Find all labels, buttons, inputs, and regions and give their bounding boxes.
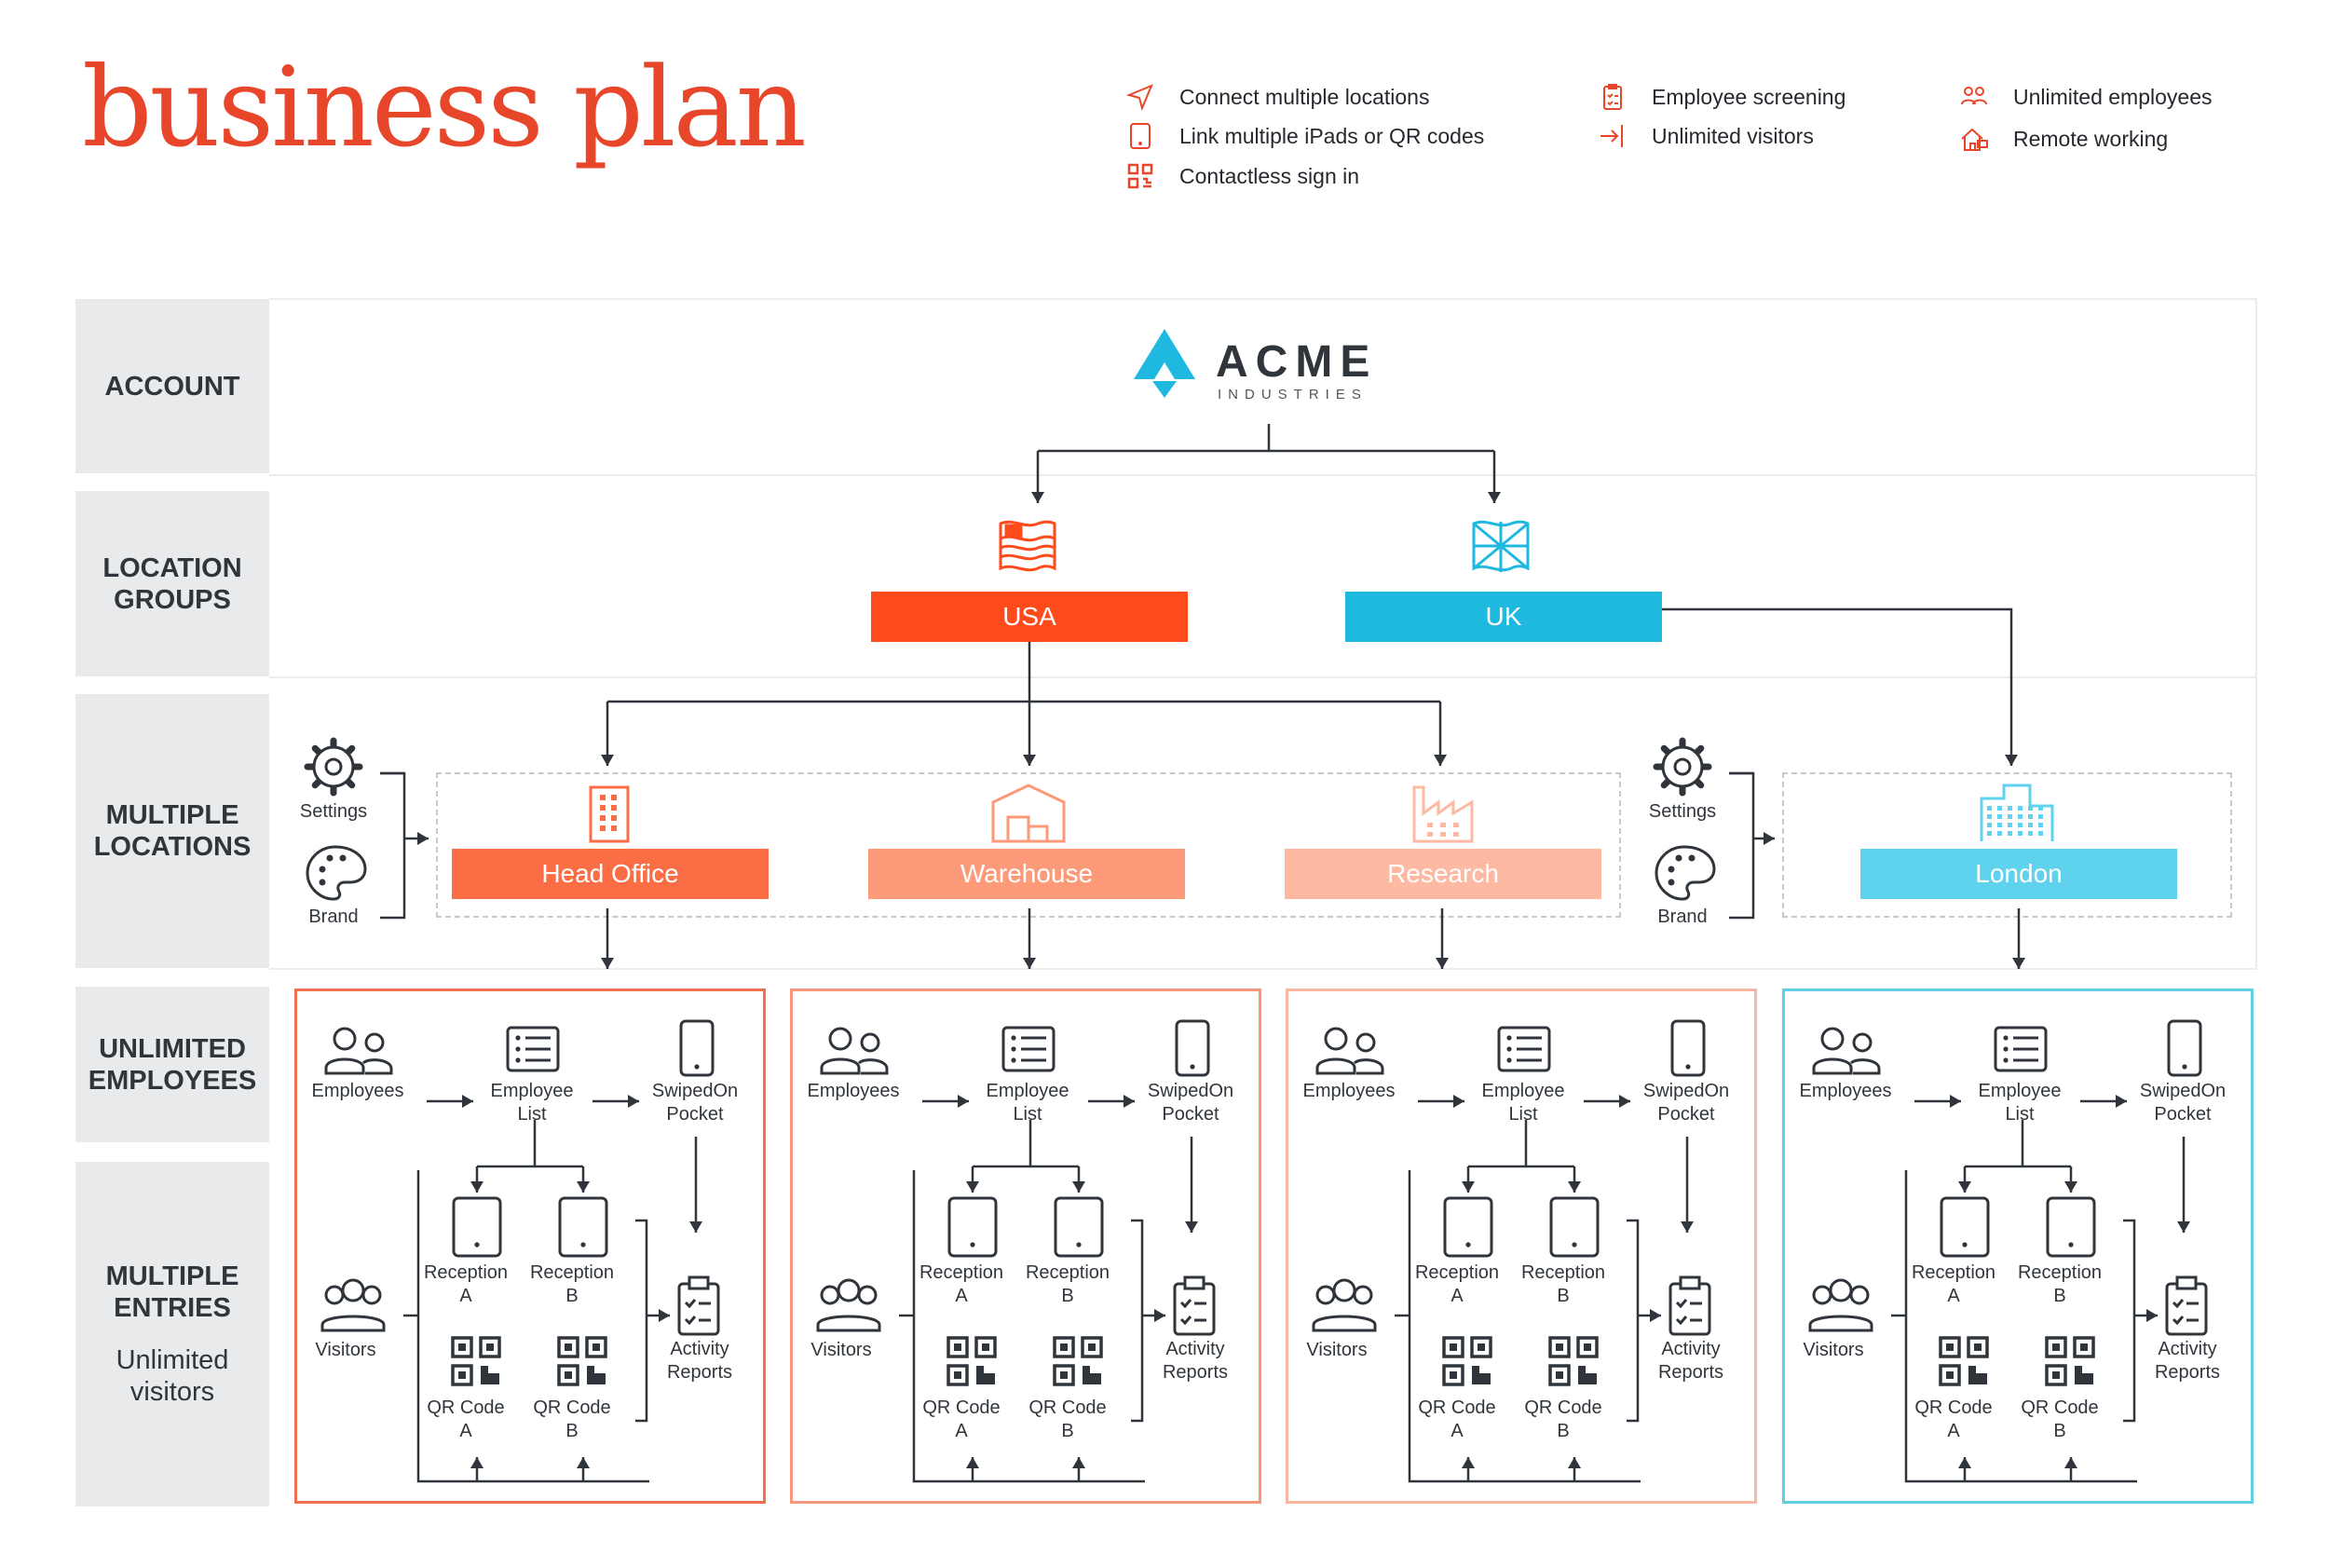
feature-item: Unlimited employees	[1959, 82, 2212, 112]
location-panel-london	[1782, 989, 2254, 1504]
employees-label: Employees	[1302, 1081, 1396, 1101]
people-group-icon	[1961, 87, 1987, 105]
visitors-label: Visitors	[1803, 1340, 1864, 1360]
location-group-usa[interactable]: USA	[871, 592, 1188, 642]
location-arrow-icon	[1125, 84, 1153, 112]
brand-label-uk: Brand	[1657, 907, 1708, 927]
settings-label-usa: Settings	[299, 801, 368, 822]
uk-locations-group	[1782, 772, 2232, 918]
visitors-label: Visitors	[810, 1340, 872, 1360]
logo-name: ACME	[1216, 337, 1378, 387]
account-row	[269, 298, 2257, 476]
employees-label: Employees	[807, 1081, 900, 1101]
feature-item: Contactless sign in	[1125, 161, 1359, 191]
visitors-label: Visitors	[315, 1340, 376, 1360]
feature-item: Connect multiple locations	[1125, 82, 1429, 112]
location-panel-research	[1286, 989, 1757, 1504]
acme-logo: ACME INDUSTRIES	[1132, 327, 1374, 402]
sign-in-arrow-icon	[1600, 125, 1623, 147]
uk-flag-icon	[1472, 520, 1530, 572]
location-research[interactable]: Research	[1285, 849, 1601, 899]
home-work-icon	[1961, 128, 1988, 151]
clipboard-check-icon	[1603, 84, 1622, 110]
page-title: business plan	[82, 43, 807, 171]
brand-label-usa: Brand	[308, 907, 359, 927]
tablet-icon	[1130, 123, 1151, 149]
feature-item: Employee screening	[1598, 82, 1845, 112]
settings-label-uk: Settings	[1648, 801, 1717, 822]
feature-item: Link multiple iPads or QR codes	[1125, 121, 1484, 151]
visitors-label: Visitors	[1306, 1340, 1368, 1360]
location-group-uk[interactable]: UK	[1345, 592, 1662, 642]
location-warehouse[interactable]: Warehouse	[868, 849, 1185, 899]
acme-logo-mark-icon	[1134, 329, 1195, 398]
location-london[interactable]: London	[1860, 849, 2177, 899]
feature-item: Remote working	[1959, 124, 2168, 154]
location-panel-head-office	[294, 989, 766, 1504]
location-head-office[interactable]: Head Office	[452, 849, 769, 899]
row-label-account: ACCOUNT	[75, 299, 269, 473]
qr-code-icon	[1127, 163, 1153, 189]
multiple-locations-row	[269, 676, 2257, 970]
usa-flag-icon	[999, 520, 1056, 572]
feature-item: Unlimited visitors	[1598, 121, 1814, 151]
employees-label: Employees	[1799, 1081, 1892, 1101]
location-groups-row	[269, 472, 2257, 678]
logo-tagline: INDUSTRIES	[1218, 387, 1368, 402]
location-panel-warehouse	[790, 989, 1261, 1504]
employees-label: Employees	[311, 1081, 404, 1101]
